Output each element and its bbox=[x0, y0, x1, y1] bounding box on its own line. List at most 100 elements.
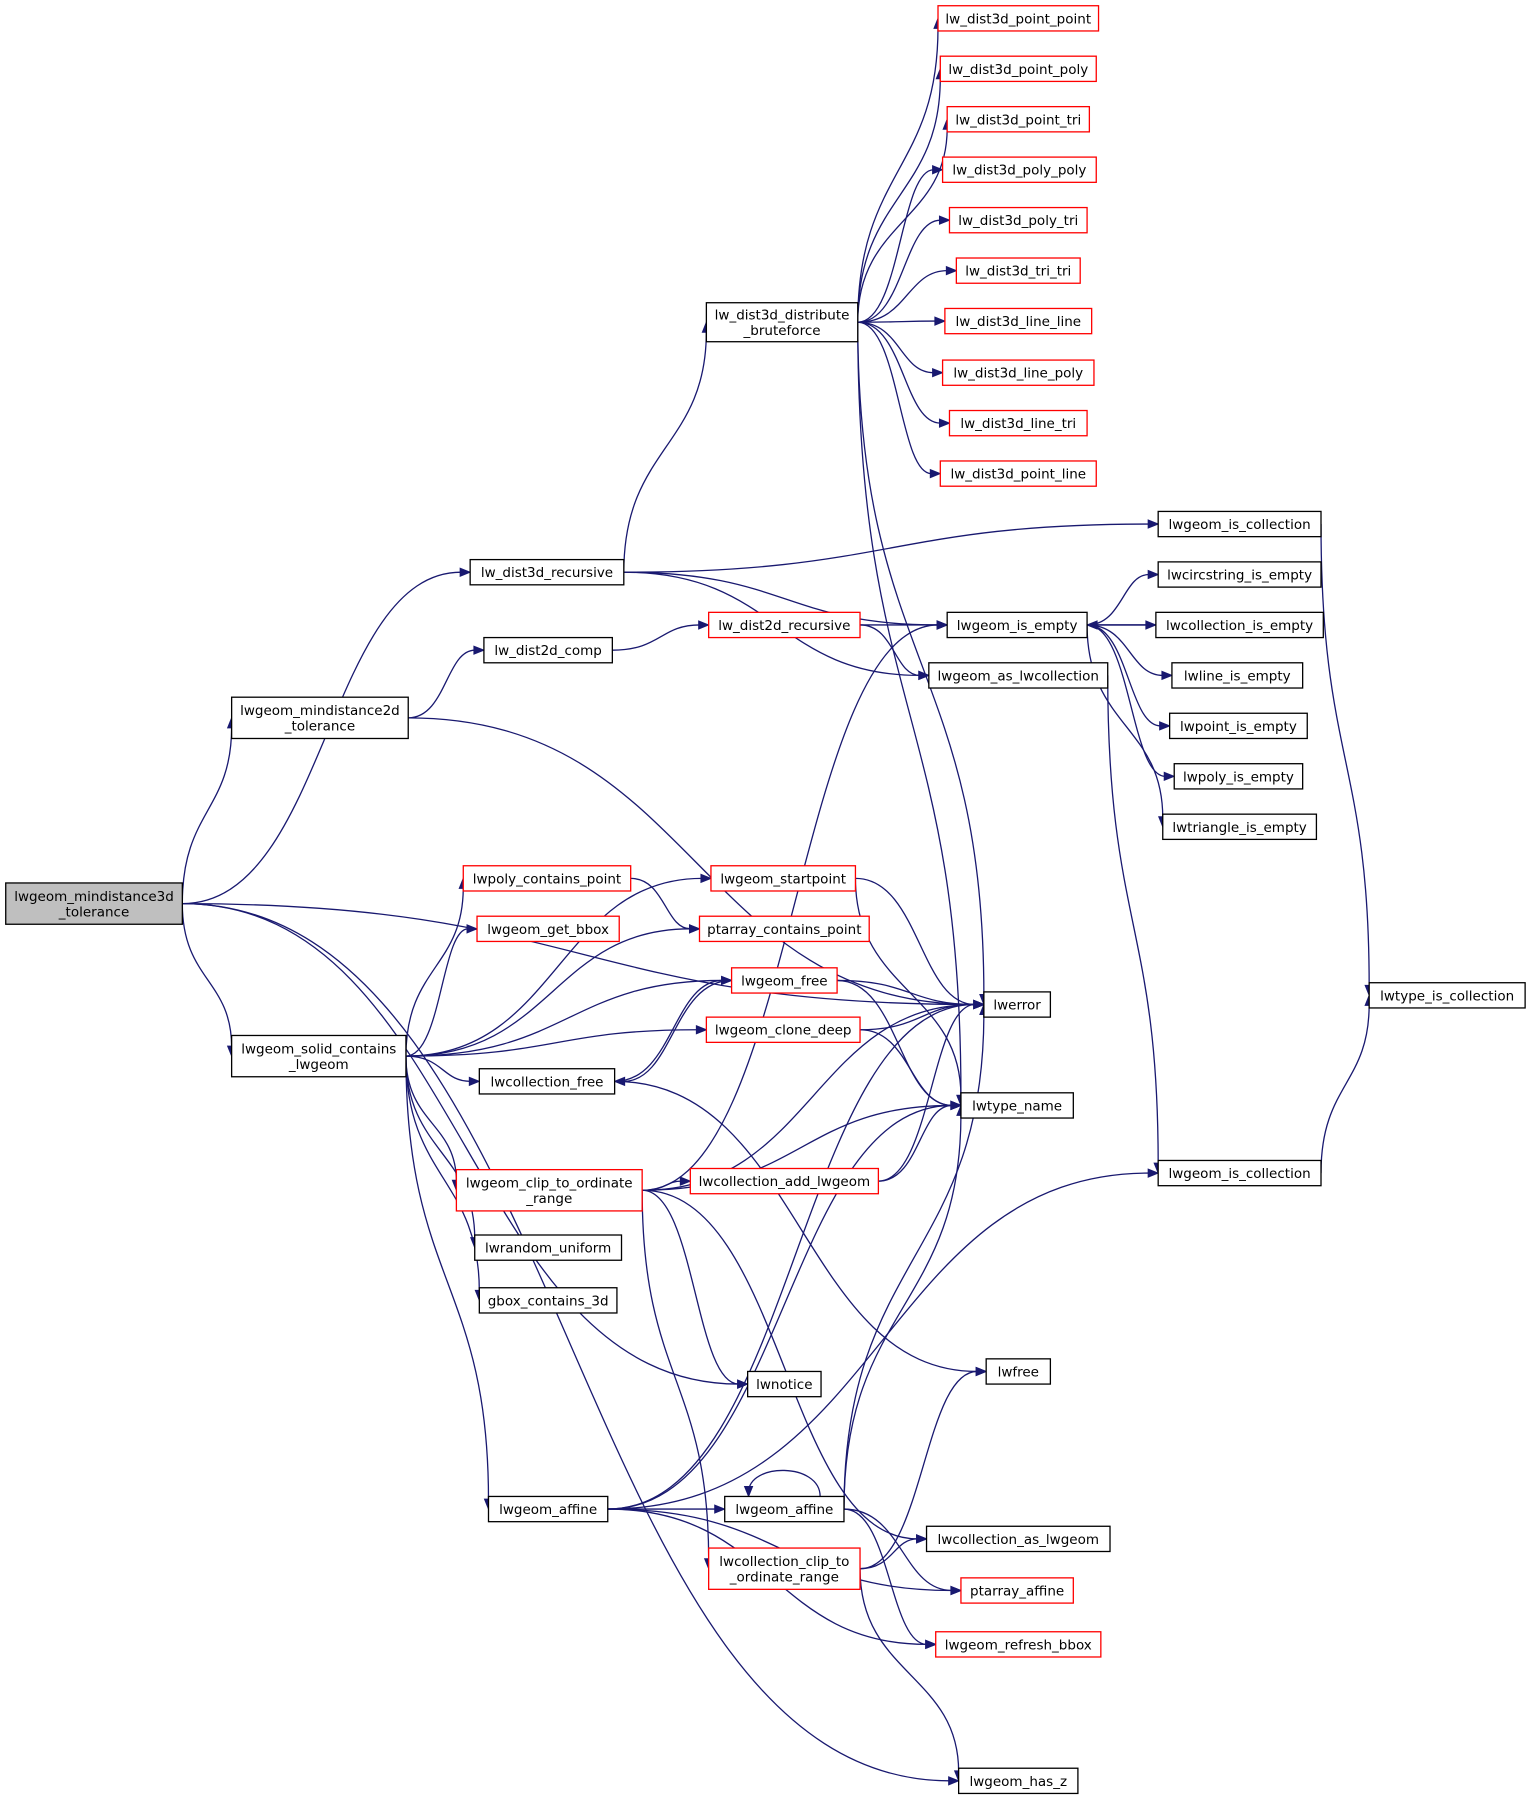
node-lwtype-name[interactable]: lwtype_name bbox=[960, 1092, 1074, 1119]
node-lw-dist3d-recursive[interactable]: lw_dist3d_recursive bbox=[469, 558, 625, 586]
edge-line bbox=[405, 887, 464, 1057]
node-lwcollection-as-lwgeom[interactable]: lwcollection_as_lwgeom bbox=[925, 1525, 1111, 1553]
node-gbox-contains-3d[interactable]: gbox_contains_3d bbox=[478, 1287, 618, 1314]
node-lw-dist3d-point-line[interactable]: lw_dist3d_point_line bbox=[939, 460, 1097, 487]
edge-line bbox=[642, 1189, 918, 1540]
edge-lwgeom-is-empty-to-lwtriangle-is-empty bbox=[1086, 624, 1168, 829]
node-lwfree[interactable]: lwfree bbox=[985, 1358, 1052, 1385]
node-lwcollection-free[interactable]: lwcollection_free bbox=[478, 1068, 616, 1095]
edge-lwgeom-is-collection-bottom-to-lwtype-is-collection bbox=[1320, 993, 1374, 1174]
edge-lw-dist3d-distribute-bruteforce-to-lw-dist3d-point-poly bbox=[857, 67, 946, 323]
edge-lwcollection-add-lwgeom-to-lwerror bbox=[878, 999, 986, 1182]
node-lwgeom-mindistance2d-tolerance[interactable]: lwgeom_mindistance2d_tolerance bbox=[230, 696, 409, 740]
node-lw-dist3d-poly-tri[interactable]: lw_dist3d_poly_tri bbox=[948, 206, 1088, 234]
edge-lw-dist2d-comp-to-lw-dist2d-recursive bbox=[612, 620, 711, 651]
node-lw-dist3d-point-tri[interactable]: lw_dist3d_point_tri bbox=[946, 105, 1091, 133]
node-lw-dist3d-line-line[interactable]: lw_dist3d_line_line bbox=[944, 307, 1093, 335]
node-lwgeom-clone-deep[interactable]: lwgeom_clone_deep bbox=[705, 1016, 861, 1044]
node-label: lw_dist3d_point_point bbox=[945, 11, 1091, 27]
node-box bbox=[747, 1370, 822, 1398]
node-lwtriangle-is-empty[interactable]: lwtriangle_is_empty bbox=[1162, 813, 1318, 841]
node-lwgeom-is-collection-top[interactable]: lwgeom_is_collection bbox=[1157, 510, 1322, 538]
node-lwline-is-empty[interactable]: lwline_is_empty bbox=[1171, 662, 1304, 689]
node-box bbox=[476, 915, 620, 943]
node-root[interactable]: lwgeom_mindistance3d_tolerance bbox=[5, 882, 183, 925]
node-lwcollection-clip-to-ordinate-range[interactable]: lwcollection_clip_to_ordinate_range bbox=[708, 1547, 861, 1590]
node-lwtype-is-collection[interactable]: lwtype_is_collection bbox=[1368, 982, 1526, 1009]
arrowhead bbox=[950, 1100, 963, 1111]
node-lw-dist3d-poly-poly[interactable]: lw_dist3d_poly_poly bbox=[941, 156, 1097, 183]
node-label: ptarray_contains_point bbox=[707, 922, 861, 938]
edge-lw-dist3d-distribute-bruteforce-to-lw-dist3d-line-poly bbox=[857, 321, 944, 378]
node-label: _lwgeom bbox=[288, 1057, 349, 1073]
node-label: lw_dist3d_distribute bbox=[715, 307, 850, 323]
edge-line bbox=[857, 77, 941, 323]
arrowhead bbox=[698, 620, 711, 630]
node-lwpoly-contains-point[interactable]: lwpoly_contains_point bbox=[462, 865, 632, 892]
node-lwgeom-affine-inner[interactable]: lwgeom_affine bbox=[724, 1495, 845, 1523]
edge-line bbox=[408, 717, 975, 1006]
edge-line bbox=[860, 1029, 952, 1107]
node-label: lw_dist3d_poly_tri bbox=[958, 213, 1078, 229]
node-box bbox=[1157, 510, 1322, 538]
edge-line bbox=[857, 322, 985, 996]
node-lwgeom-get-bbox[interactable]: lwgeom_get_bbox bbox=[476, 915, 620, 943]
node-lwrandom-uniform[interactable]: lwrandom_uniform bbox=[474, 1234, 623, 1261]
node-lwcircstring-is-empty[interactable]: lwcircstring_is_empty bbox=[1157, 561, 1322, 588]
edge-lwcollection-clip-to-ordinate-range-to-lwgeom-has-z bbox=[859, 1568, 964, 1783]
node-lwerror[interactable]: lwerror bbox=[983, 991, 1052, 1018]
node-lw-dist3d-distribute-bruteforce[interactable]: lw_dist3d_distribute_bruteforce bbox=[705, 302, 859, 343]
node-box bbox=[1173, 763, 1304, 790]
node-label: lw_dist3d_point_poly bbox=[948, 62, 1088, 78]
node-lwcollection-add-lwgeom[interactable]: lwcollection_add_lwgeom bbox=[689, 1167, 880, 1195]
node-lwgeom-is-empty[interactable]: lwgeom_is_empty bbox=[946, 611, 1088, 639]
node-lw-dist3d-line-tri[interactable]: lw_dist3d_line_tri bbox=[948, 409, 1088, 437]
edge-lwcollection-clip-to-ordinate-range-to-lwcollection-as-lwgeom bbox=[860, 1534, 928, 1570]
node-label: _tolerance bbox=[58, 904, 129, 920]
node-ptarray-contains-point[interactable]: ptarray_contains_point bbox=[698, 915, 870, 943]
edge-lwgeom-solid-contains-lwgeom-to-lwcollection-free bbox=[405, 1055, 481, 1087]
node-lw-dist3d-point-point[interactable]: lw_dist3d_point_point bbox=[937, 5, 1100, 32]
edge-line bbox=[855, 877, 975, 1006]
node-label: lw_dist3d_point_line bbox=[950, 467, 1086, 483]
node-lw-dist2d-recursive[interactable]: lw_dist2d_recursive bbox=[708, 611, 861, 639]
node-lw-dist3d-line-poly[interactable]: lw_dist3d_line_poly bbox=[941, 359, 1095, 386]
node-lw-dist3d-point-poly[interactable]: lw_dist3d_point_poly bbox=[939, 55, 1097, 83]
node-lwpoint-is-empty[interactable]: lwpoint_is_empty bbox=[1168, 712, 1308, 740]
node-box bbox=[698, 915, 870, 943]
node-box bbox=[1168, 712, 1308, 740]
node-ptarray-affine[interactable]: ptarray_affine bbox=[960, 1577, 1074, 1604]
node-lwgeom-solid-contains-lwgeom[interactable]: lwgeom_solid_contains_lwgeom bbox=[230, 1034, 407, 1078]
edge-lw-dist3d-recursive-to-lw-dist3d-distribute-bruteforce bbox=[623, 320, 712, 573]
node-box bbox=[960, 1092, 1074, 1119]
node-lw-dist2d-comp[interactable]: lw_dist2d_comp bbox=[483, 636, 613, 664]
node-lwgeom-startpoint[interactable]: lwgeom_startpoint bbox=[710, 865, 857, 892]
node-lwgeom-affine-outer[interactable]: lwgeom_affine bbox=[487, 1495, 609, 1523]
node-box bbox=[944, 307, 1093, 335]
node-lwnotice[interactable]: lwnotice bbox=[747, 1370, 822, 1398]
node-lwcollection-is-empty[interactable]: lwcollection_is_empty bbox=[1155, 611, 1324, 639]
node-lwgeom-free[interactable]: lwgeom_free bbox=[730, 967, 838, 994]
edge-line bbox=[857, 269, 948, 323]
node-lwgeom-refresh-bbox[interactable]: lwgeom_refresh_bbox bbox=[935, 1631, 1102, 1658]
node-label: lwcollection_is_empty bbox=[1166, 618, 1313, 634]
node-box bbox=[1171, 662, 1304, 689]
edge-line bbox=[843, 1508, 952, 1592]
node-lwpoly-is-empty[interactable]: lwpoly_is_empty bbox=[1173, 763, 1304, 790]
arrowhead bbox=[1161, 670, 1174, 681]
node-lwgeom-is-collection-bottom[interactable]: lwgeom_is_collection bbox=[1157, 1159, 1322, 1187]
edge-lwgeom-is-empty-to-lwpoint-is-empty bbox=[1087, 624, 1171, 731]
node-label: _ordinate_range bbox=[729, 1569, 839, 1585]
edge-line bbox=[181, 726, 233, 904]
node-lwgeom-clip-to-ordinate-range[interactable]: lwgeom_clip_to_ordinate_range bbox=[455, 1168, 643, 1212]
edge-line bbox=[747, 1469, 821, 1497]
node-box bbox=[487, 1495, 609, 1523]
edge-line bbox=[1320, 1004, 1370, 1174]
edge-lwcollection-free-to-lwgeom-free bbox=[614, 975, 733, 1082]
node-lwgeom-as-lwcollection[interactable]: lwgeom_as_lwcollection bbox=[928, 662, 1109, 689]
node-label: lw_dist3d_line_tri bbox=[960, 416, 1076, 432]
node-lw-dist3d-tri-tri[interactable]: lw_dist3d_tri_tri bbox=[955, 257, 1081, 284]
node-lwgeom-has-z[interactable]: lwgeom_has_z bbox=[957, 1767, 1079, 1795]
edge-line bbox=[857, 321, 934, 374]
node-box bbox=[985, 1358, 1052, 1385]
